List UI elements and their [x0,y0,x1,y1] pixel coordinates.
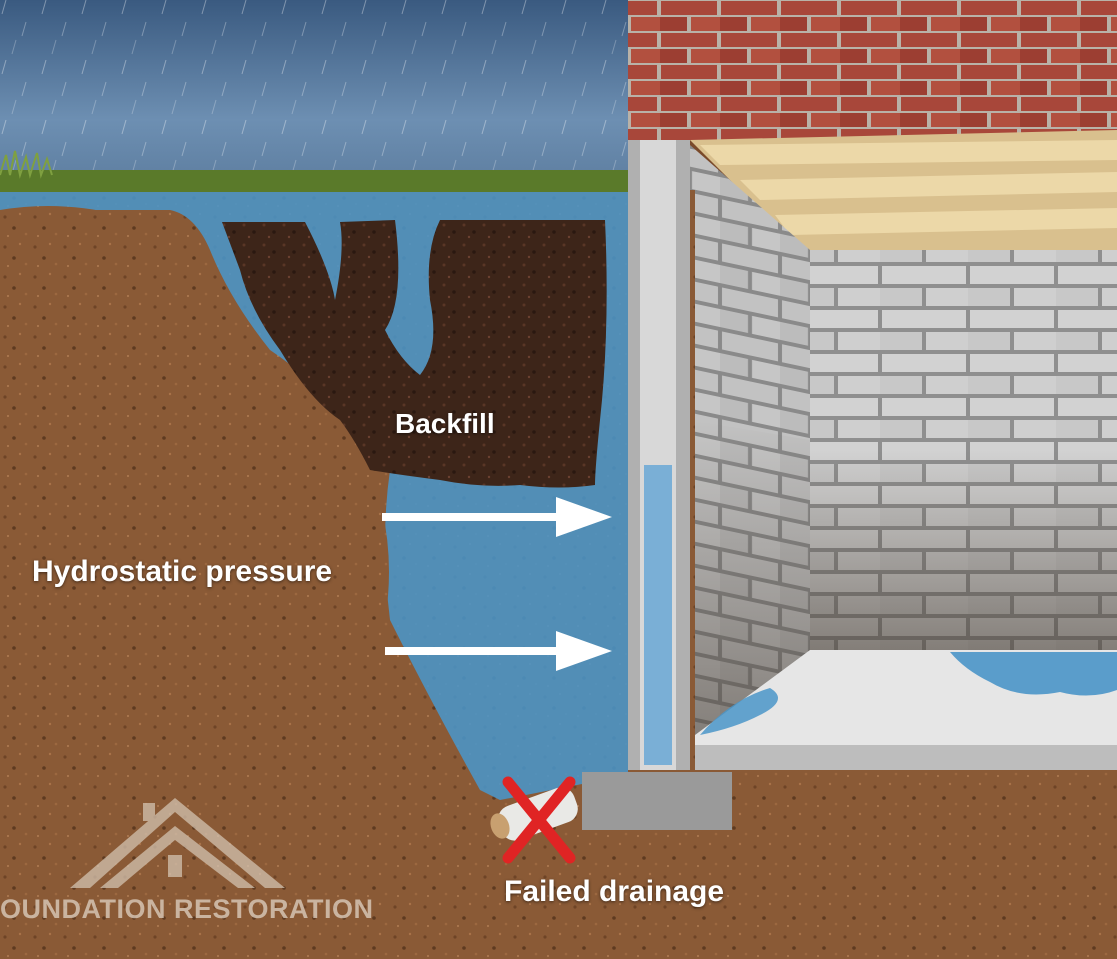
wall-water-infiltration [644,465,672,765]
grass [0,150,628,192]
hydrostatic-pressure-label: Hydrostatic pressure [32,555,333,588]
brick-wall [628,0,1117,140]
arrow-right-icon [382,497,612,537]
floor-joists [690,130,1117,250]
floor-seep [700,688,778,735]
native-soil-mound [0,206,480,959]
floor-puddle [950,652,1117,696]
backfill-soil [222,220,607,488]
backfill-label: Backfill [395,408,495,439]
red-x-icon [502,776,576,864]
house-roof-icon [70,798,285,888]
wall-moisture-stain [810,450,1117,650]
failed-drainage-label: Failed drainage [504,875,725,908]
logo-text: OUNDATION RESTORATION [0,894,374,924]
arrow-right-icon-lower [385,631,612,671]
rain [0,0,630,200]
footing [582,772,732,830]
